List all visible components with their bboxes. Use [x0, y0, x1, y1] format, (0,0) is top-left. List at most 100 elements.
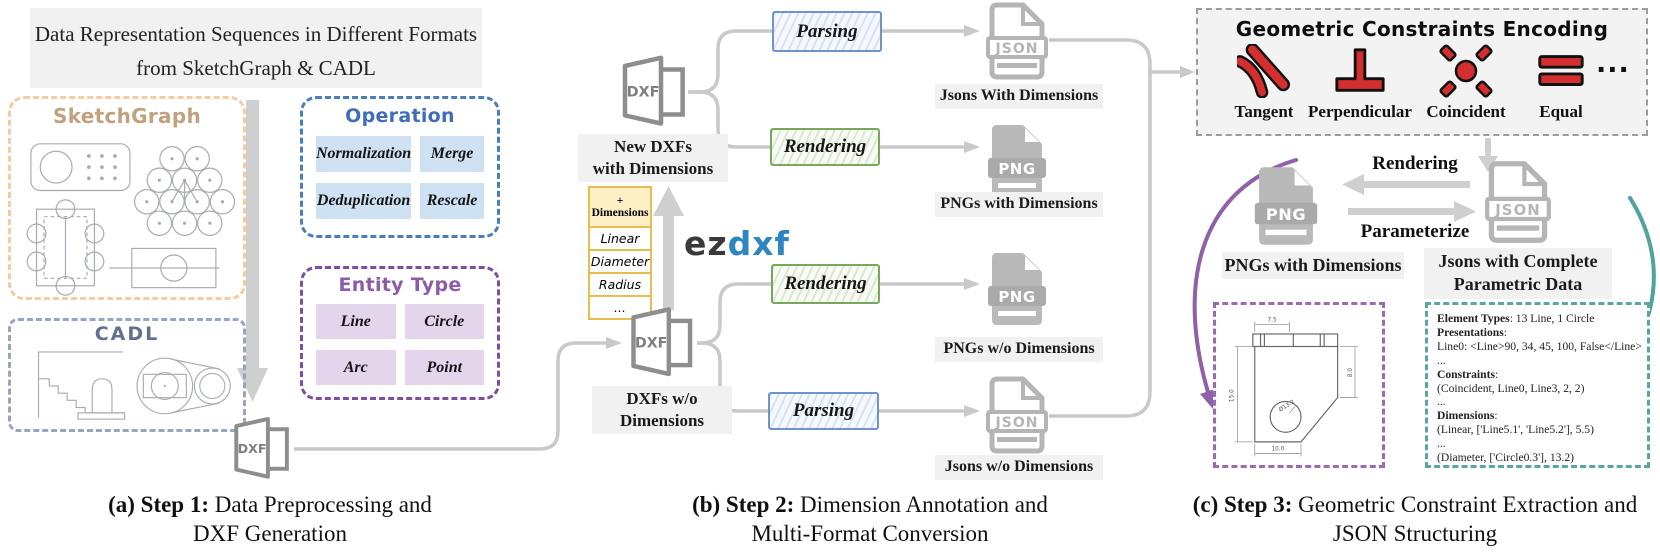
pngs-with-dimensions-label: PNGs with Dimensions	[935, 192, 1103, 217]
caption-step2: (b) Step 2: Dimension Annotation and Mul…	[620, 490, 1120, 549]
rendering-left-arrow	[1364, 181, 1470, 188]
json-icon-text: JSON	[995, 415, 1039, 431]
json-file-icon-wo: JSON	[986, 376, 1048, 454]
operation-box: Operation Normalization Merge Deduplicat…	[300, 96, 500, 238]
dim-bottom: 10.0	[1271, 447, 1284, 453]
json-line: Line0: <Line>90, 34, 45, 100, False</Lin…	[1437, 339, 1642, 353]
json-line: ...	[1437, 353, 1446, 367]
process-rendering-top: Rendering	[770, 128, 880, 166]
rendering-arrow-label: Rendering	[1372, 153, 1458, 174]
png-icon-text: PNG	[998, 160, 1035, 178]
operation-cell: Rescale	[420, 183, 484, 219]
jsons-complete-label-line1: Jsons with Complete	[1438, 251, 1598, 271]
json-line: (Diameter, ['Circle0.3'], 13.2)	[1437, 451, 1574, 465]
dxf-icon-new: DXF	[622, 55, 685, 126]
big-down-arrow	[246, 100, 259, 370]
json-line: (Coincident, Line0, Line3, 2, 2)	[1437, 381, 1585, 395]
dim-top: 7.5	[1268, 317, 1278, 323]
json-icon-text: JSON	[1494, 201, 1541, 219]
constraints-ellipsis: ...	[1596, 48, 1630, 79]
json-content: Element Types: 13 Line, 1 Circle Present…	[1428, 305, 1647, 472]
entity-cell: Line	[316, 304, 396, 339]
parameterize-right-arrow	[1348, 208, 1454, 215]
dim-left: 15.0	[1230, 389, 1236, 402]
operation-title: Operation	[345, 105, 455, 127]
entity-cell: Point	[404, 350, 484, 385]
png-file-icon-step3: PNG	[1254, 167, 1318, 245]
pngs-with-dimensions-label-step3: PNGs with Dimensions	[1222, 252, 1404, 280]
caption-step1-bold: (a) Step 1:	[108, 492, 210, 517]
png-file-icon-wo: PNG	[988, 253, 1046, 325]
entity-cell: Arc	[316, 350, 396, 385]
json-line: Presentations:	[1437, 325, 1508, 339]
sketchgraph-box: SketchGraph	[8, 96, 246, 300]
tangent-icon	[1237, 44, 1291, 98]
png-icon-text: PNG	[998, 288, 1035, 306]
json-line: (Linear, ['Line5.1', 'Line5.2'], 5.5)	[1437, 423, 1594, 437]
json-line: ...	[1437, 437, 1446, 451]
dxf-wo-label-line2: Dimensions	[619, 411, 705, 431]
jsons-with-dimensions-label: Jsons With Dimensions	[935, 84, 1103, 109]
ezdxf-up-arrow	[663, 212, 674, 310]
operation-cells: Normalization Merge Deduplication Rescal…	[316, 136, 484, 219]
title-line2: from SketchGraph & CADL	[136, 56, 376, 81]
jsons-wo-dimensions-label: Jsons w/o Dimensions	[935, 455, 1103, 480]
cadl-box: CADL	[8, 318, 246, 432]
caption-step1: (a) Step 1: Data Preprocessing and DXF G…	[20, 490, 520, 549]
connector-dxfwo-to-rendering	[697, 282, 771, 345]
new-dxf-label-line1: New DXFs	[614, 137, 692, 156]
caption-step2-bold: (b) Step 2:	[692, 492, 795, 517]
dxf-icon-text: DXF	[635, 335, 667, 351]
dxf-icon-step1: DXF	[234, 416, 289, 479]
sketchgraph-title: SketchGraph	[52, 104, 202, 128]
entity-type-title: Entity Type	[338, 274, 462, 296]
dxf-icon-text: DXF	[627, 85, 660, 101]
perpendicular-icon	[1335, 48, 1385, 92]
dim-hole: Ø13.2	[1277, 398, 1296, 413]
caption-step2-text: Dimension Annotation and	[794, 492, 1048, 517]
title-line1: Data Representation Sequences in Differe…	[34, 22, 478, 46]
section-a-title: Data Representation Sequences in Differe…	[30, 8, 482, 88]
connector-newdxf-to-rendering	[688, 90, 770, 149]
process-rendering-bottom: Rendering	[771, 264, 880, 304]
entity-type-box: Entity Type Line Circle Arc Point	[300, 266, 500, 400]
dimension-table-row: ...	[588, 297, 652, 320]
coincident-icon	[1439, 44, 1493, 98]
dxf-wo-label: DXFs w/o Dimensions	[592, 386, 732, 435]
caption-step3: (c) Step 3: Geometric Constraint Extract…	[1170, 490, 1660, 549]
json-icon-text: JSON	[995, 41, 1039, 57]
constraint-label-perpendicular: Perpendicular	[1308, 102, 1412, 121]
dxf-icon-wo: DXF	[631, 307, 693, 377]
operation-cell: Deduplication	[316, 183, 412, 219]
jsons-complete-label-line2: Parametric Data	[1453, 274, 1583, 295]
constraints-title: Geometric Constraints Encoding	[1235, 17, 1609, 41]
entity-cell: Circle	[404, 304, 484, 339]
dimension-table-row: Diameter	[588, 251, 652, 274]
dimension-table-header: + Dimensions	[588, 186, 652, 228]
caption-step3-text: Geometric Constraint Extraction and	[1292, 492, 1638, 517]
dimension-table: + Dimensions Linear Diameter Radius ...	[588, 186, 652, 320]
process-parsing-top: Parsing	[772, 11, 882, 52]
pngs-wo-dimensions-label: PNGs w/o Dimensions	[935, 337, 1103, 362]
operation-cell: Merge	[420, 136, 484, 172]
json-file-icon-with: JSON	[986, 2, 1048, 80]
caption-step1-line2: DXF Generation	[193, 521, 347, 547]
constraint-label-tangent: Tangent	[1234, 102, 1294, 121]
jsons-complete-label: Jsons with Complete Parametric Data	[1424, 248, 1612, 299]
caption-step3-bold: (c) Step 3:	[1192, 492, 1293, 517]
geometric-constraints-box: Geometric Constraints Encoding	[1196, 8, 1648, 136]
ezdxf-logo-ez: ez	[684, 224, 728, 263]
connector-step1-to-step2	[294, 341, 606, 451]
ezdxf-logo-dxf: dxf	[727, 224, 790, 263]
json-line: ...	[1437, 395, 1446, 409]
cadl-drawings	[37, 351, 231, 420]
constraints-down-arrow	[1485, 138, 1491, 158]
json-content-box: Element Types: 13 Line, 1 Circle Present…	[1425, 302, 1650, 468]
cad-part-drawing: 7.5 15.0 8.0 10.0 Ø13.2	[1230, 317, 1358, 457]
dim-right: 8.0	[1348, 368, 1354, 378]
cad-drawing-box: 7.5 15.0 8.0 10.0 Ø13.2	[1213, 302, 1385, 468]
parameterize-arrow-label: Parameterize	[1360, 221, 1470, 242]
caption-step1-text: Data Preprocessing and	[209, 492, 432, 517]
